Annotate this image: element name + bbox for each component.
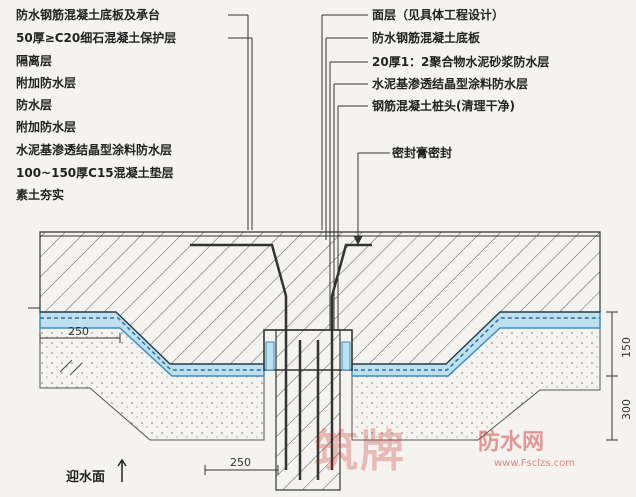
watermark-product: 防水网 [478, 430, 545, 455]
right-label-5: 钢筋混凝土桩头(清理干净) [372, 99, 515, 113]
waterproof-inner-dash [40, 317, 600, 371]
sealant-label: 密封膏密封 [392, 146, 453, 160]
left-label-6: 附加防水层 [16, 120, 77, 134]
left-label-4: 附加防水层 [16, 76, 77, 90]
right-label-1: 面层（见具体工程设计） [372, 8, 505, 22]
dim-150: 150 [620, 337, 633, 358]
right-label-3: 20厚1：2聚合物水泥砂浆防水层 [372, 55, 550, 69]
watermark-url: www.Fsclzs.com [494, 458, 576, 469]
left-label-8: 100~150厚C15混凝土垫层 [16, 166, 174, 180]
left-leader-lines [228, 14, 253, 230]
rebars [190, 243, 372, 480]
dim-300: 300 [620, 399, 633, 420]
dim-250-left: 250 [68, 325, 89, 338]
dim-250-bottom: 250 [230, 456, 251, 469]
left-label-7: 水泥基渗透结晶型涂料防水层 [16, 143, 173, 157]
sealant-right [341, 341, 351, 371]
watermark-brand: 筑牌 [314, 426, 406, 477]
left-label-2: 50厚≥C20细石混凝土保护层 [16, 31, 177, 45]
dimension-lines [39, 311, 618, 475]
right-label-4: 水泥基渗透结晶型涂料防水层 [372, 77, 529, 91]
pile-cap-box [263, 329, 353, 371]
water-face-label: 迎水面 [66, 470, 106, 485]
left-label-3: 隔离层 [16, 54, 53, 68]
sealant-left [265, 341, 275, 371]
left-label-1: 防水钢筋混凝土底板及承台 [16, 8, 161, 22]
left-label-9: 素土夯实 [16, 188, 65, 202]
right-label-2: 防水钢筋混凝土底板 [372, 31, 481, 45]
left-label-5: 防水层 [16, 98, 53, 112]
water-face-arrow [117, 458, 127, 482]
